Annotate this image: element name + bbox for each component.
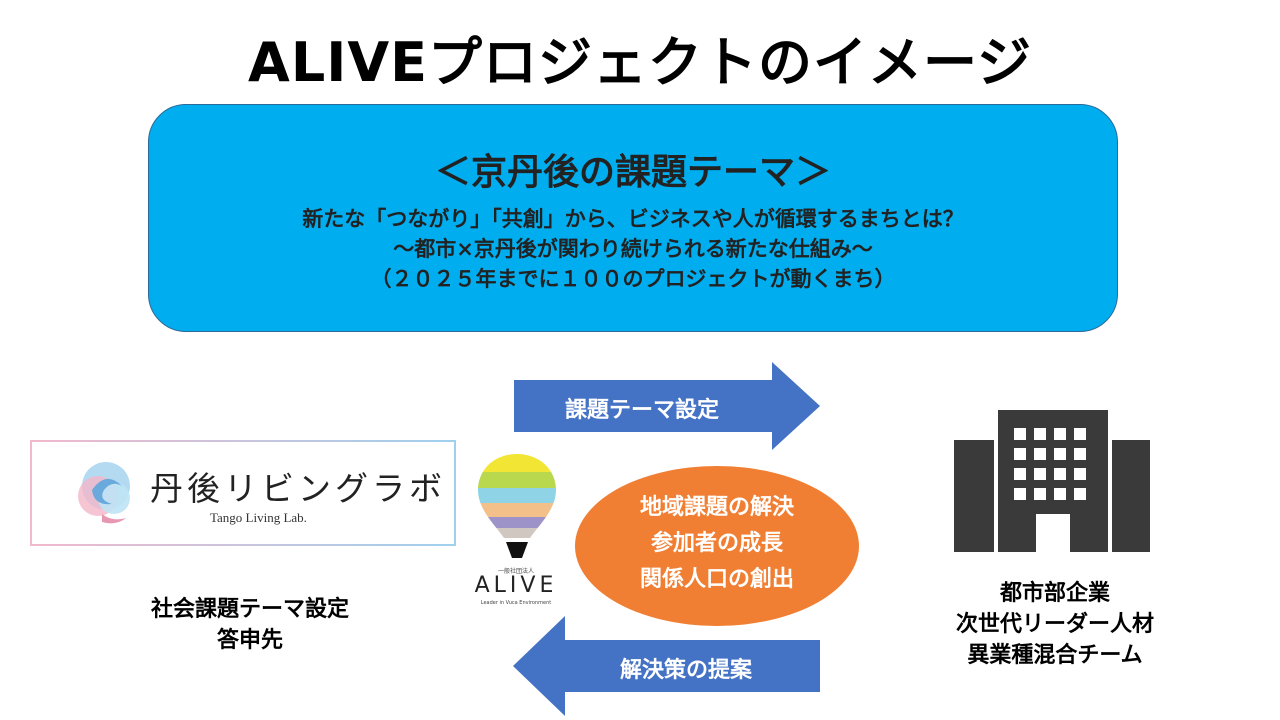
page-title: ALIVEプロジェクトのイメージ <box>248 31 1032 94</box>
left-arrow-shape <box>513 616 820 716</box>
tango-logo-subtitle: Tango Living Lab. <box>210 510 307 525</box>
outcome-ellipse <box>575 466 859 626</box>
right-caption-line: 都市部企業 <box>999 581 1110 606</box>
right-caption-line: 異業種混合チーム <box>967 643 1143 668</box>
right-arrow-shape <box>514 362 820 450</box>
outcome-line: 参加者の成長 <box>650 531 783 556</box>
theme-line: ～都市×京丹後が関わり続けられる新たな仕組み～ <box>393 237 873 261</box>
alive-logo-caption: 一般社団法人 <box>497 568 534 575</box>
hot-air-balloon-icon <box>476 452 558 568</box>
right-caption: 都市部企業 次世代リーダー人材 異業種混合チーム <box>895 578 1215 671</box>
alive-logo-tagline: Leader in Vuca Environment <box>480 600 552 606</box>
theme-setting-label: 課題テーマ設定 <box>564 398 719 423</box>
theme-line: （２０２５年までに１００のプロジェクトが動くまち） <box>370 267 896 291</box>
tango-living-lab-logo: 丹後リビングラボ Tango Living Lab. <box>30 440 456 546</box>
theme-box: ＜京丹後の課題テーマ＞ 新たな「つながり」「共創」から、ビジネスや人が循環するま… <box>148 104 1118 332</box>
solution-proposal-label: 解決策の提案 <box>619 658 752 683</box>
theme-line: 新たな「つながり」「共創」から、ビジネスや人が循環するまちとは？ <box>302 207 964 231</box>
theme-setting-arrow <box>514 362 820 450</box>
theme-heading: ＜京丹後の課題テーマ＞ <box>434 152 831 193</box>
office-building-icon <box>954 410 1150 556</box>
left-caption-line: 社会課題テーマ設定 <box>150 597 349 622</box>
outcome-line: 関係人口の創出 <box>639 567 794 592</box>
tango-logo-name: 丹後リビングラボ <box>150 469 446 508</box>
swirl-emblem-icon <box>72 456 140 532</box>
left-caption-line: 答申先 <box>216 628 283 653</box>
outcome-text: 地域課題の解決 参加者の成長 関係人口の創出 <box>575 490 859 598</box>
alive-logo-name: ALIVE <box>474 573 558 598</box>
right-caption-line: 次世代リーダー人材 <box>955 612 1154 637</box>
solution-proposal-arrow <box>513 616 820 716</box>
left-caption: 社会課題テーマ設定 答申先 <box>60 594 440 656</box>
outcome-line: 地域課題の解決 <box>639 495 794 520</box>
